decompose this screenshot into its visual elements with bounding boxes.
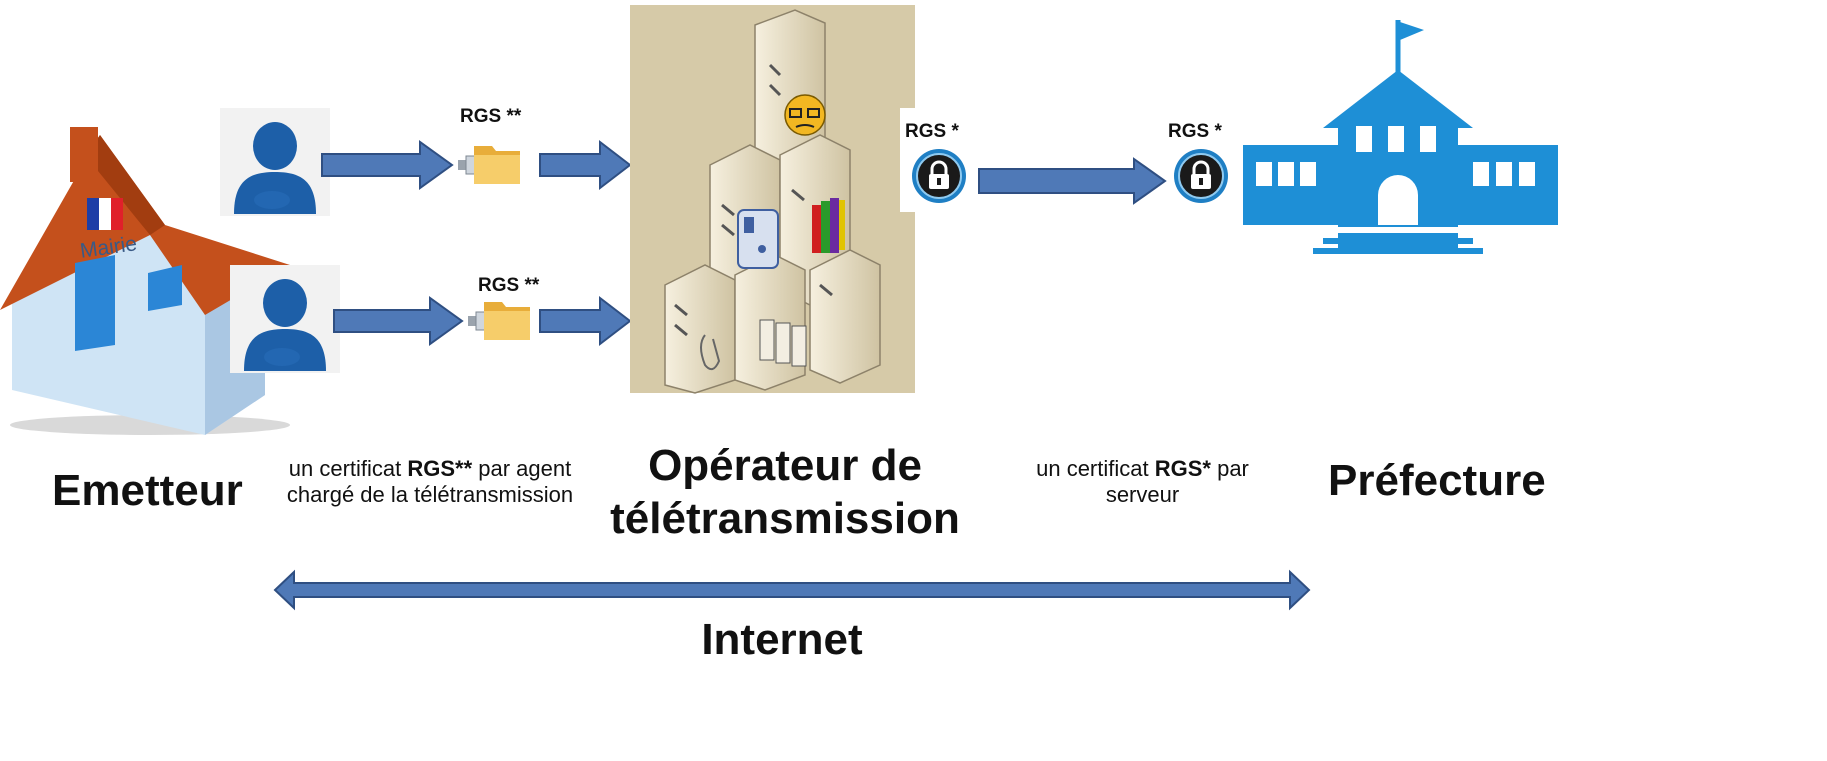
folder-icon (484, 302, 530, 340)
usb-folder-icon (458, 146, 520, 184)
agent-icon (220, 108, 330, 216)
prefecture-label: Préfecture (1328, 456, 1546, 505)
agent-certificate-note: un certificat RGS** par agent chargé de … (280, 456, 580, 509)
flag-icon (1400, 22, 1424, 40)
server-note-strong: RGS* (1154, 456, 1211, 481)
form-document-icon (737, 209, 779, 269)
lock-icon (1174, 149, 1228, 203)
usb-folder-icon (468, 302, 530, 340)
flow-arrow (321, 140, 454, 190)
house-icon (0, 127, 290, 435)
internet-double-arrow (273, 569, 1311, 611)
emitter-label: Emetteur (52, 466, 243, 515)
internet-label: Internet (701, 615, 863, 664)
server-certificate-label: RGS * (905, 121, 959, 142)
flow-arrow (333, 296, 464, 346)
storage-units-icon (759, 319, 807, 367)
agent-note-strong: RGS** (407, 456, 473, 481)
flag-icon (87, 198, 123, 230)
flow-arrow (978, 157, 1167, 205)
operator-avatar-icon (784, 94, 826, 136)
flow-arrow (539, 295, 632, 347)
agent-certificate-label: RGS ** (460, 106, 522, 127)
operator-label: Opérateur de télétransmission (610, 440, 960, 546)
prefecture-building-icon (1243, 20, 1558, 254)
folder-icon (474, 146, 520, 184)
agent-note-line2: chargé de la télétransmission (286, 482, 574, 508)
operator-label-line2: télétransmission (610, 493, 960, 543)
server-note-post: par (1210, 456, 1249, 481)
server-tower (664, 264, 736, 394)
server-note-line2: serveur (1105, 482, 1180, 508)
server-note-pre: un certificat (1036, 456, 1155, 481)
server-cluster-icon (630, 5, 915, 394)
agent-icon (230, 265, 340, 373)
server-certificate-label: RGS * (1168, 121, 1222, 142)
server-tower (809, 249, 881, 384)
server-certificate-note: un certificat RGS* par serveur (1010, 456, 1275, 509)
flow-arrow (539, 139, 632, 191)
lock-icon (912, 149, 966, 203)
agent-note-post: par agent (472, 456, 572, 481)
books-icon (812, 198, 845, 253)
agent-note-pre: un certificat (288, 456, 408, 481)
paperclip-icon (700, 334, 721, 371)
agent-certificate-label: RGS ** (478, 275, 540, 296)
operator-label-line1: Opérateur de (648, 441, 922, 490)
